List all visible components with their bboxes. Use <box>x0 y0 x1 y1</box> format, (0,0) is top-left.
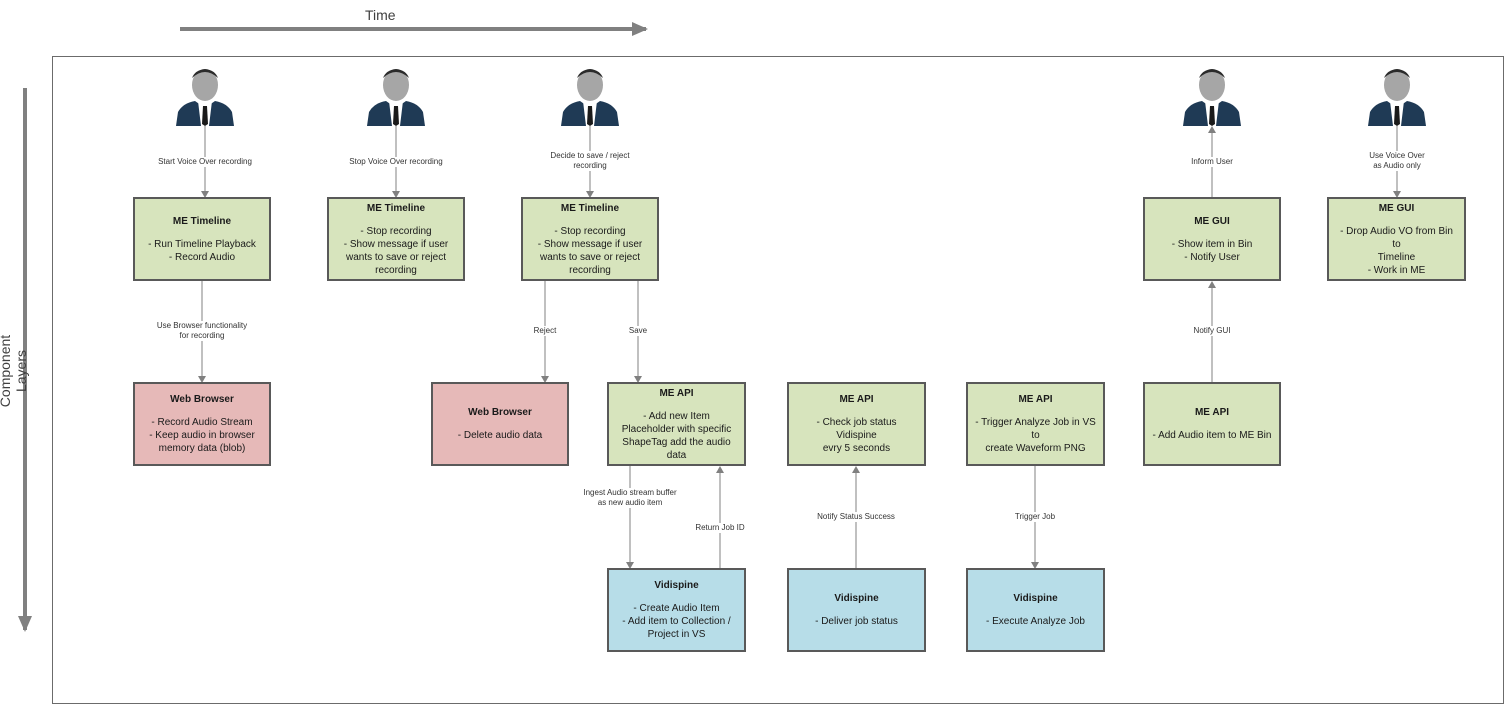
box-title: ME GUI <box>1378 202 1415 214</box>
box-title: ME API <box>1194 407 1230 418</box>
box-title: ME API <box>1018 394 1053 405</box>
edge-label: Stop Voice Over recording <box>341 157 451 167</box>
box-body: - Record Audio Stream - Keep audio in br… <box>149 417 255 454</box>
box-title: ME Timeline <box>366 202 426 214</box>
edge-label: Start Voice Over recording <box>150 157 260 167</box>
web-browser-box: Web Browser - Delete audio data <box>431 382 569 466</box>
box-title: Vidispine <box>654 580 699 591</box>
box-title: ME Timeline <box>560 202 620 214</box>
box-title: Vidispine <box>1013 593 1058 604</box>
me-timeline-box: ME Timeline - Stop recording - Show mess… <box>521 197 659 281</box>
box-body: - Stop recording - Show message if user … <box>537 225 643 276</box>
me-gui-box: ME GUI - Drop Audio VO from Bin to Timel… <box>1327 197 1466 281</box>
box-body: - Add Audio item to ME Bin <box>1152 430 1272 441</box>
edge-label: Return Job ID <box>692 523 748 533</box>
box-title: ME GUI <box>1194 215 1230 227</box>
box-title: Vidispine <box>834 593 879 604</box>
box-body: - Execute Analyze Job <box>986 616 1085 627</box>
user-icon <box>367 69 425 126</box>
box-body: - Create Audio Item - Add item to Collec… <box>622 603 731 640</box>
diagram-frame <box>52 56 1504 704</box>
edge-label: Trigger Job <box>1010 512 1060 522</box>
box-body: - Deliver job status <box>815 616 898 627</box>
edge-label: Notify Status Success <box>811 512 901 522</box>
vidispine-box: Vidispine - Deliver job status <box>787 568 926 652</box>
edge-label: Ingest Audio stream buffer as new audio … <box>575 488 685 508</box>
box-body: - Check job status Vidispine evry 5 seco… <box>816 417 897 454</box>
box-body: - Add new Item Placeholder with specific… <box>621 410 732 461</box>
box-body: - Delete audio data <box>457 430 543 441</box>
box-body: - Show item in Bin - Notify User <box>1171 238 1253 263</box>
box-body: - Stop recording - Show message if user … <box>343 225 449 276</box>
component-layers-axis-label: Component Layers <box>0 334 29 408</box>
edge-label: Decide to save / reject recording <box>540 151 640 171</box>
time-axis-label: Time <box>365 7 396 23</box>
web-browser-box: Web Browser - Record Audio Stream - Keep… <box>133 382 271 466</box>
me-timeline-box: ME Timeline - Run Timeline Playback - Re… <box>133 197 271 281</box>
me-timeline-box: ME Timeline - Stop recording - Show mess… <box>327 197 465 281</box>
me-api-box: ME API - Add Audio item to ME Bin <box>1143 382 1281 466</box>
vidispine-box: Vidispine - Execute Analyze Job <box>966 568 1105 652</box>
edge-label: Use Browser functionality for recording <box>147 321 257 341</box>
box-title: Web Browser <box>468 407 532 418</box>
me-api-box: ME API - Check job status Vidispine evry… <box>787 382 926 466</box>
edge-label: Reject <box>530 326 560 336</box>
vidispine-box: Vidispine - Create Audio Item - Add item… <box>607 568 746 652</box>
user-icon <box>176 69 234 126</box>
me-api-box: ME API - Trigger Analyze Job in VS to cr… <box>966 382 1105 466</box>
user-icon <box>561 69 619 126</box>
box-title: ME API <box>839 394 874 405</box>
me-gui-box: ME GUI - Show item in Bin - Notify User <box>1143 197 1281 281</box>
edge-label: Notify GUI <box>1187 326 1237 336</box>
edge-label: Save <box>625 326 651 336</box>
edge-label: Inform User <box>1182 157 1242 167</box>
box-body: - Trigger Analyze Job in VS to create Wa… <box>975 417 1096 454</box>
me-api-box: ME API - Add new Item Placeholder with s… <box>607 382 746 466</box>
user-icon <box>1368 69 1426 126</box>
box-title: ME Timeline <box>172 215 232 227</box>
edge-label: Use Voice Over as Audio only <box>1357 151 1437 171</box>
box-title: ME API <box>659 387 694 399</box>
user-icon <box>1183 69 1241 126</box>
box-title: Web Browser <box>170 394 234 405</box>
box-body: - Drop Audio VO from Bin to Timeline - W… <box>1340 225 1453 276</box>
box-body: - Run Timeline Playback - Record Audio <box>148 238 256 263</box>
